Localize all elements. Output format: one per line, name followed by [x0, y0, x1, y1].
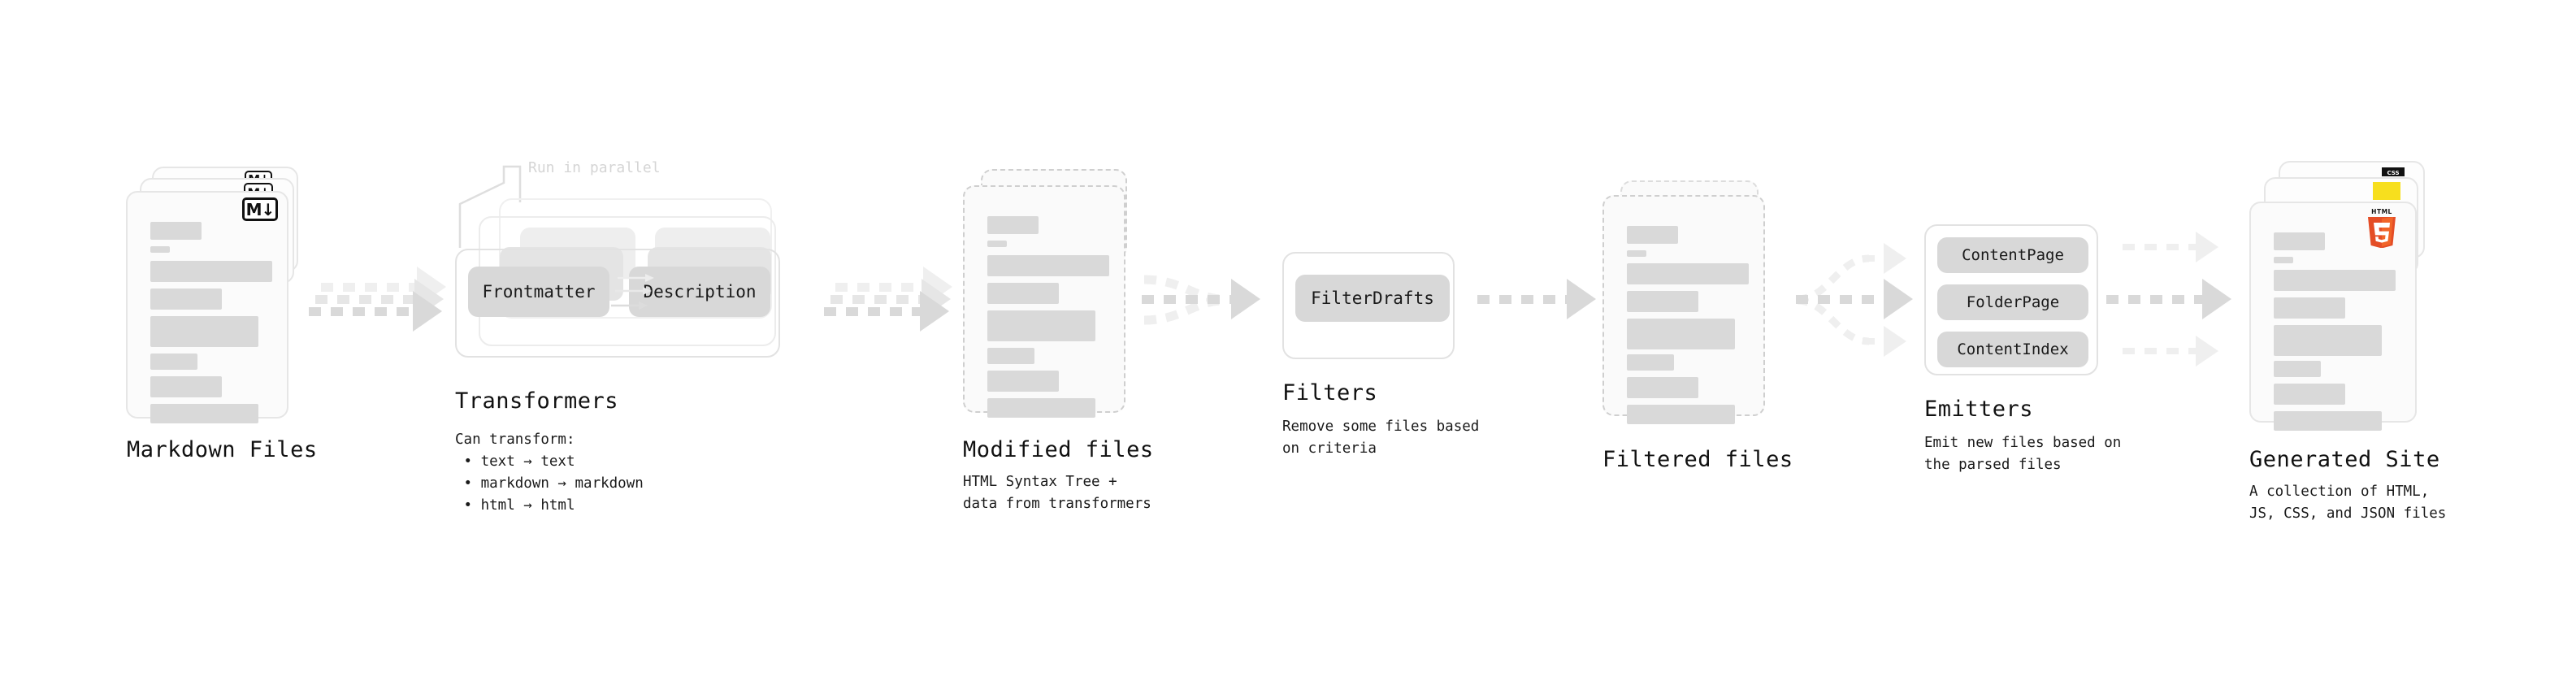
skeleton-bar: [1627, 405, 1735, 424]
stage-subtitle-transformers: Can transform: • text → text • markdown …: [455, 432, 644, 514]
modified-files-stack: [963, 169, 1150, 421]
skeleton-bar: [987, 348, 1034, 364]
skeleton-bar: [1627, 319, 1735, 349]
skeleton-bar: [150, 288, 222, 310]
stage-subtitle-modified-files: HTML Syntax Tree + data from transformer…: [963, 474, 1151, 513]
skeleton-bar: [2274, 270, 2396, 291]
skeleton-bar: [2274, 384, 2345, 405]
modified-file-card-front: [963, 185, 1125, 418]
skeleton-bar: [987, 310, 1095, 341]
stage-title-transformers: Transformers: [455, 388, 619, 414]
filtered-file-card-front: [1602, 195, 1765, 424]
markdown-files-stack: M↓ M↓ M↓: [126, 167, 313, 423]
run-in-parallel-label: Run in parallel: [528, 159, 661, 176]
emitter-pill-folderpage[interactable]: FolderPage: [1937, 284, 2088, 320]
stage-title-generated-site: Generated Site: [2249, 447, 2440, 472]
skeleton-bar: [1627, 377, 1698, 398]
emitters-box[interactable]: ContentPage FolderPage ContentIndex: [1924, 224, 2098, 375]
markdown-badge-front: M↓: [242, 197, 278, 221]
skeleton-bar: [150, 354, 197, 370]
transformer-pill-frontmatter[interactable]: Frontmatter: [468, 267, 609, 317]
svg-text:CSS: CSS: [2387, 170, 2399, 176]
skeleton-sub: [987, 241, 1007, 247]
skeleton-bar: [2274, 297, 2345, 319]
skeleton-bar: [150, 261, 272, 282]
markdown-file-card-front: [126, 191, 288, 423]
stage-subtitle-emitters: Emit new files based on the parsed files: [1924, 435, 2122, 474]
skeleton-bar: [987, 283, 1059, 304]
skeleton-bar: [987, 398, 1095, 418]
skeleton-bar: [1627, 354, 1674, 371]
emitter-pill-contentpage[interactable]: ContentPage: [1937, 237, 2088, 273]
skeleton-title: [2274, 232, 2325, 250]
stage-title-filters: Filters: [1282, 380, 1378, 406]
skeleton-bar: [987, 371, 1059, 392]
svg-text:HTML: HTML: [2371, 208, 2392, 215]
stage-subtitle-filters: Remove some files based on criteria: [1282, 419, 1480, 458]
html5-badge: HTML: [2364, 207, 2400, 249]
skeleton-bar: [1627, 291, 1698, 312]
js-badge: [2373, 182, 2400, 200]
filter-pill-filterdrafts[interactable]: FilterDrafts: [1295, 275, 1450, 322]
skeleton-bar: [2274, 361, 2321, 377]
skeleton-bar: [1627, 263, 1749, 284]
transformer-box-front[interactable]: Frontmatter Description: [455, 249, 780, 358]
skeleton-sub: [2274, 257, 2293, 263]
skeleton-title: [1627, 226, 1678, 244]
skeleton-bar: [987, 255, 1109, 276]
site-file-card-front: [2249, 202, 2417, 431]
emitter-pill-contentindex[interactable]: ContentIndex: [1937, 332, 2088, 367]
stage-title-modified-files: Modified files: [963, 437, 1154, 462]
skeleton-bar: [150, 376, 222, 397]
skeleton-bar: [2274, 325, 2382, 356]
stage-title-emitters: Emitters: [1924, 397, 2034, 422]
stage-subtitle-generated-site: A collection of HTML, JS, CSS, and JSON …: [2249, 484, 2447, 523]
stage-title-markdown-files: Markdown Files: [127, 437, 318, 462]
skeleton-title: [150, 222, 202, 240]
transformer-pill-description[interactable]: Description: [629, 267, 770, 317]
skeleton-title: [987, 216, 1039, 234]
skeleton-bar: [150, 404, 258, 423]
skeleton-bar: [150, 316, 258, 347]
filters-box[interactable]: FilterDrafts: [1282, 252, 1455, 359]
stage-title-filtered-files: Filtered files: [1602, 447, 1793, 472]
skeleton-bar: [2274, 411, 2382, 431]
generated-site-stack: CSS HTML: [2249, 161, 2444, 431]
skeleton-sub: [1627, 250, 1646, 257]
filtered-files-stack: [1602, 180, 1789, 432]
skeleton-sub: [150, 246, 170, 253]
